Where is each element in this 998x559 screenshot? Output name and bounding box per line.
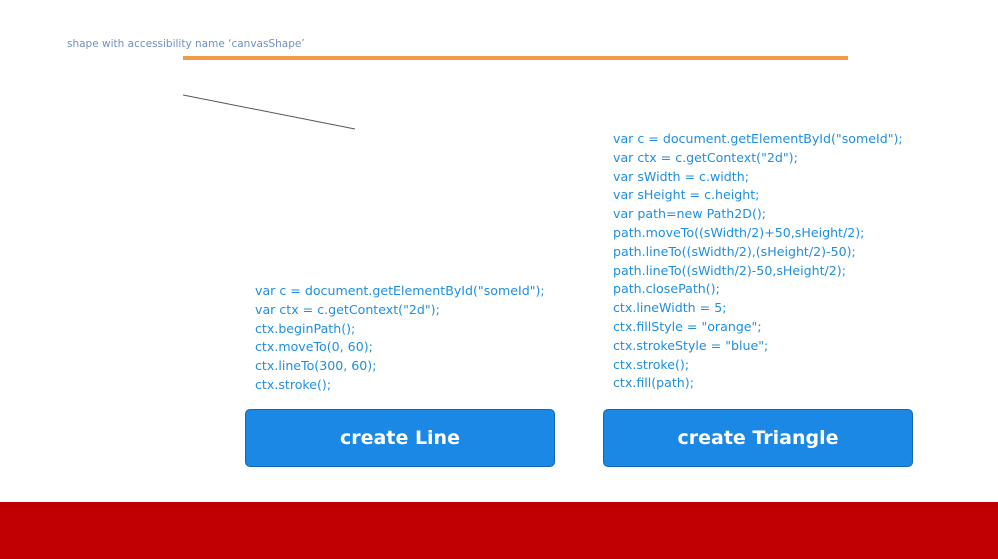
canvas-shape-label: shape with accessibility name ‘canvasSha… [67,38,305,50]
code-line: path.moveTo((sWidth/2)+50,sHeight/2); [613,224,865,240]
code-line: ctx.moveTo(0, 60); [255,339,373,355]
code-line: ctx.fill(path); [613,375,694,391]
create-triangle-button[interactable]: create Triangle [603,409,913,467]
code-line: ctx.strokeStyle = "blue"; [613,337,769,353]
orange-shape-bar [183,56,848,60]
line-code-block: var c = document.getElementById("someId"… [255,282,545,395]
code-line: ctx.lineWidth = 5; [613,300,727,316]
code-line: var sWidth = c.width; [613,168,749,184]
create-line-button[interactable]: create Line [245,409,555,467]
code-line: ctx.lineTo(300, 60); [255,358,377,374]
code-line: var c = document.getElementById("someId"… [613,131,903,146]
triangle-code-block: var c = document.getElementById("someId"… [613,130,903,393]
footer-bar [0,502,998,559]
canvas-drawn-line [183,94,356,130]
code-line: ctx.stroke(); [255,376,332,392]
code-line: ctx.stroke(); [613,356,690,372]
code-line: var sHeight = c.height; [613,187,760,203]
code-line: ctx.beginPath(); [255,320,356,336]
code-line: path.closePath(); [613,281,720,297]
code-line: path.lineTo((sWidth/2)-50,sHeight/2); [613,262,846,278]
code-line: var ctx = c.getContext("2d"); [613,149,798,165]
code-line: ctx.fillStyle = "orange"; [613,318,762,334]
code-line: var c = document.getElementById("someId"… [255,283,545,298]
code-line: path.lineTo((sWidth/2),(sHeight/2)-50); [613,243,856,259]
code-line: var path=new Path2D(); [613,206,767,222]
code-line: var ctx = c.getContext("2d"); [255,301,440,317]
